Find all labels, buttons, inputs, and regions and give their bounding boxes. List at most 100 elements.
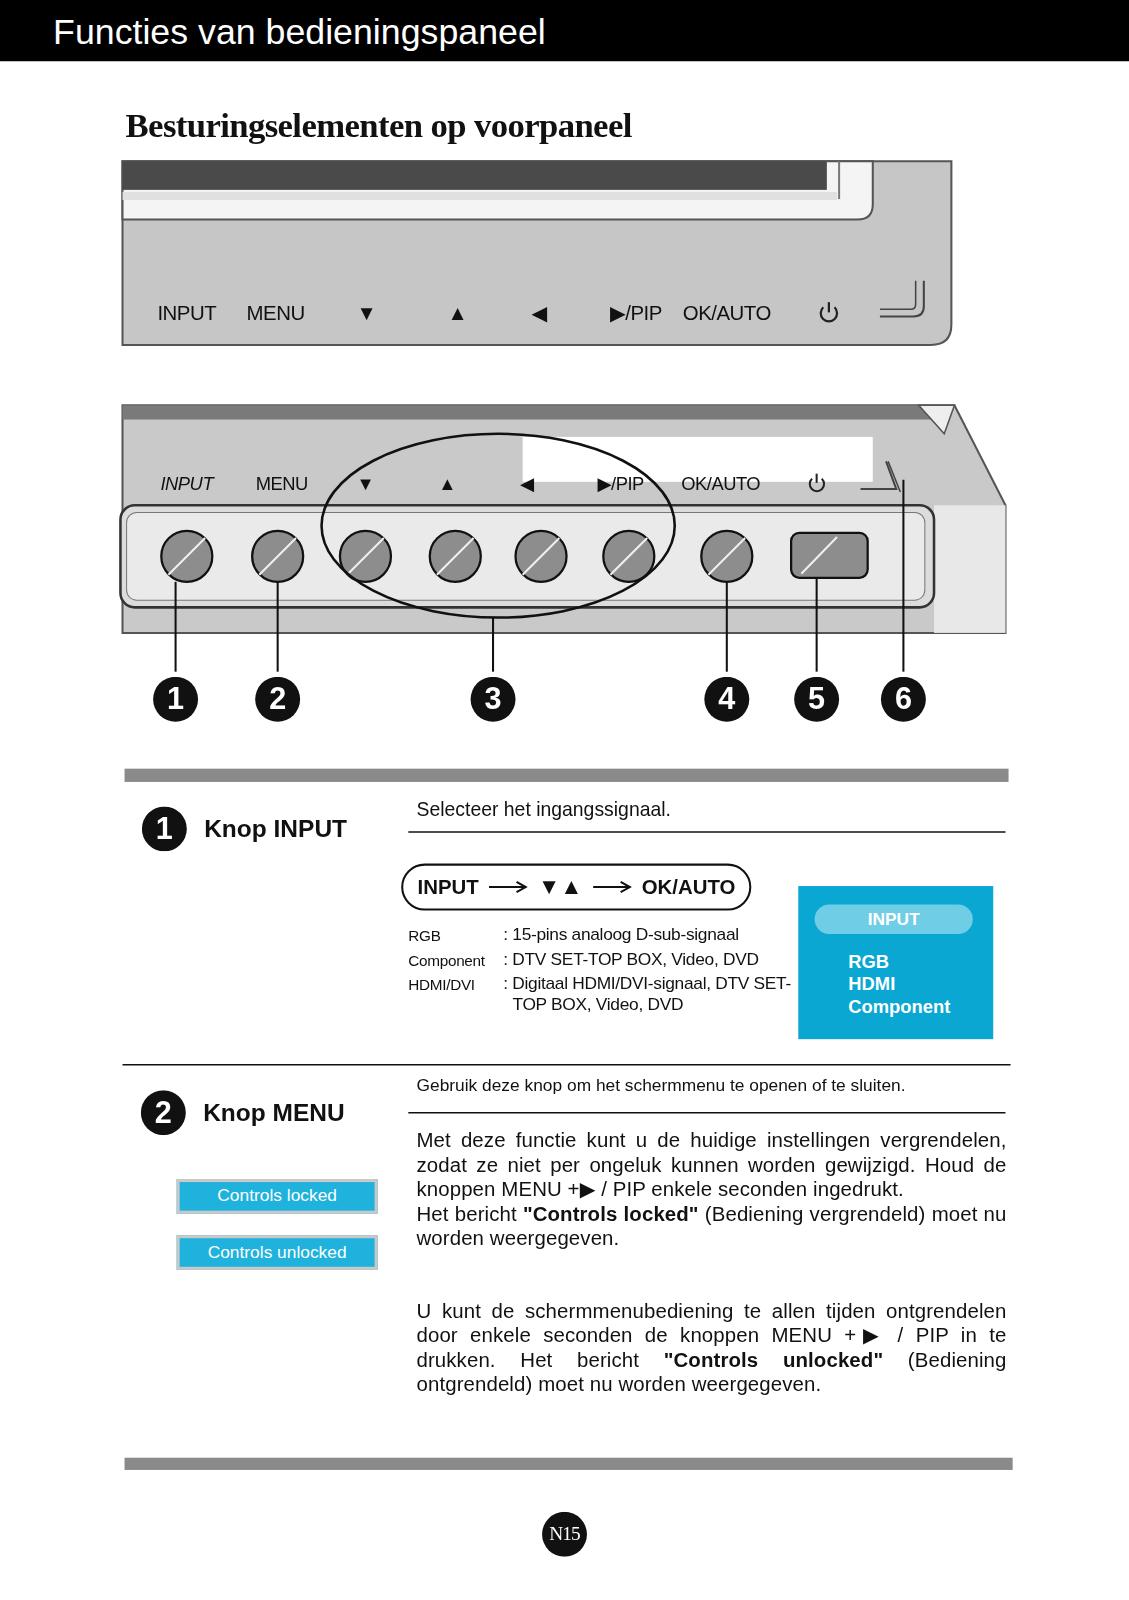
front-panel-closeup [122, 405, 949, 419]
leader-line [492, 618, 494, 672]
button-highlight [259, 538, 296, 575]
osd-item: RGB [848, 950, 983, 972]
osd-header: INPUT [815, 904, 973, 934]
button-label: OK/AUTO [681, 473, 760, 494]
signal-description: : DTV SET-TOP BOX, Video, DVD [503, 949, 758, 969]
button-highlight [708, 538, 745, 575]
callout-text: 5 [808, 682, 825, 717]
section-heading: 1Knop INPUT [142, 806, 347, 851]
power-symbol [816, 474, 818, 483]
front-panel-outline [122, 161, 951, 345]
button-label: OK/AUTO [683, 302, 771, 325]
leader-line [277, 582, 279, 672]
sequence-box: INPUT▼▲OK/AUTO [401, 864, 752, 911]
button-label: ◀ [520, 473, 534, 494]
front-panel-closeup [919, 405, 955, 434]
front-panel-outline [838, 161, 840, 199]
sequence-step: OK/AUTO [642, 875, 736, 898]
signal-name: Component [408, 951, 484, 969]
osd-message: Controls unlocked [177, 1235, 378, 1270]
power-symbol [828, 302, 830, 312]
callout-number: 6 [881, 677, 926, 722]
power-symbol [821, 302, 837, 321]
button-label: ▼ [357, 473, 375, 494]
signal-description: : 15-pins analoog D-sub-signaal [503, 925, 739, 945]
osd-item: HDMI [848, 973, 983, 995]
callout-number: 5 [794, 677, 839, 722]
panel-button [701, 531, 752, 582]
callout-text: 2 [269, 682, 286, 717]
page-number: N15 [542, 1512, 587, 1557]
section-title: Knop MENU [203, 1098, 345, 1127]
front-panel-outline [122, 192, 837, 200]
osd-header-text: INPUT [868, 908, 920, 930]
front-panel-outline [122, 161, 872, 219]
front-panel-closeup [122, 405, 1005, 633]
section-number: 2 [141, 1090, 186, 1135]
leader-line [176, 480, 904, 672]
description: Selecteer het ingangssignaal. [416, 798, 670, 820]
button-highlight [437, 538, 474, 575]
front-panel-closeup [934, 505, 1005, 633]
section-bar [125, 1458, 1013, 1470]
front-panel-outline [880, 281, 924, 317]
front-panel-outline [880, 281, 916, 310]
button-label: ◀ [531, 302, 546, 325]
group-ellipse [322, 434, 675, 618]
button-highlight [610, 538, 647, 575]
button-highlight [523, 538, 560, 575]
front-panel-closeup [888, 461, 900, 492]
button-highlight [168, 538, 205, 575]
page-number-text: N15 [549, 1523, 579, 1545]
button-label: INPUT [157, 302, 216, 325]
leader-line [726, 582, 728, 672]
panel-button [161, 531, 212, 582]
message-name: "Controls unlocked" [664, 1348, 883, 1370]
underline [408, 1112, 1005, 1114]
osd-message-text: Controls unlocked [208, 1242, 347, 1262]
leader-line [175, 582, 177, 672]
button-highlight [347, 538, 384, 575]
button-label: ▶/PIP [597, 473, 643, 494]
leader-line [902, 480, 904, 672]
sequence-arrow [489, 881, 528, 893]
body-paragraph: Met deze functie kunt u de huidige inste… [416, 1128, 1006, 1250]
button-highlight [801, 537, 837, 574]
panel-button [430, 531, 481, 582]
button-label: MENU [256, 473, 308, 494]
body-text: Met deze functie kunt u de huidige inste… [416, 1129, 1006, 1200]
callout-text: 4 [718, 682, 735, 717]
panel-button [516, 531, 567, 582]
sequence-arrow [593, 882, 630, 892]
leader-line [816, 578, 818, 672]
callout-number: 2 [255, 677, 300, 722]
subheading: Besturingselementen op voorpaneel [126, 105, 632, 145]
button-label: ▼ [357, 302, 377, 325]
osd-message-text: Controls locked [217, 1186, 337, 1206]
callout-number: 3 [471, 677, 516, 722]
panel-button [252, 531, 303, 582]
button-highlight [168, 537, 837, 575]
panel-button [161, 531, 867, 582]
button-label: ▲ [447, 302, 467, 325]
signal-name: RGB [408, 927, 440, 945]
callout-text: 3 [485, 682, 502, 717]
sequence-step: ▼▲ [538, 874, 582, 901]
panel-button [791, 533, 868, 578]
front-panel-outline [122, 161, 951, 345]
osd-item: Component [848, 995, 983, 1017]
button-label: MENU [247, 302, 305, 325]
section-number: 1 [142, 806, 187, 851]
osd-message: Controls locked [177, 1179, 378, 1214]
front-panel-closeup [861, 461, 897, 489]
sequence-arrow [593, 881, 632, 893]
divider [122, 1064, 1010, 1066]
front-panel-closeup [120, 405, 1005, 633]
power-symbol [810, 474, 824, 491]
front-panel-closeup [127, 512, 925, 600]
signal-name: HDMI/DVI [408, 976, 474, 994]
callout-number: 1 [153, 677, 198, 722]
body-text: Het bericht [416, 1203, 516, 1225]
sequence-arrow [489, 882, 526, 892]
